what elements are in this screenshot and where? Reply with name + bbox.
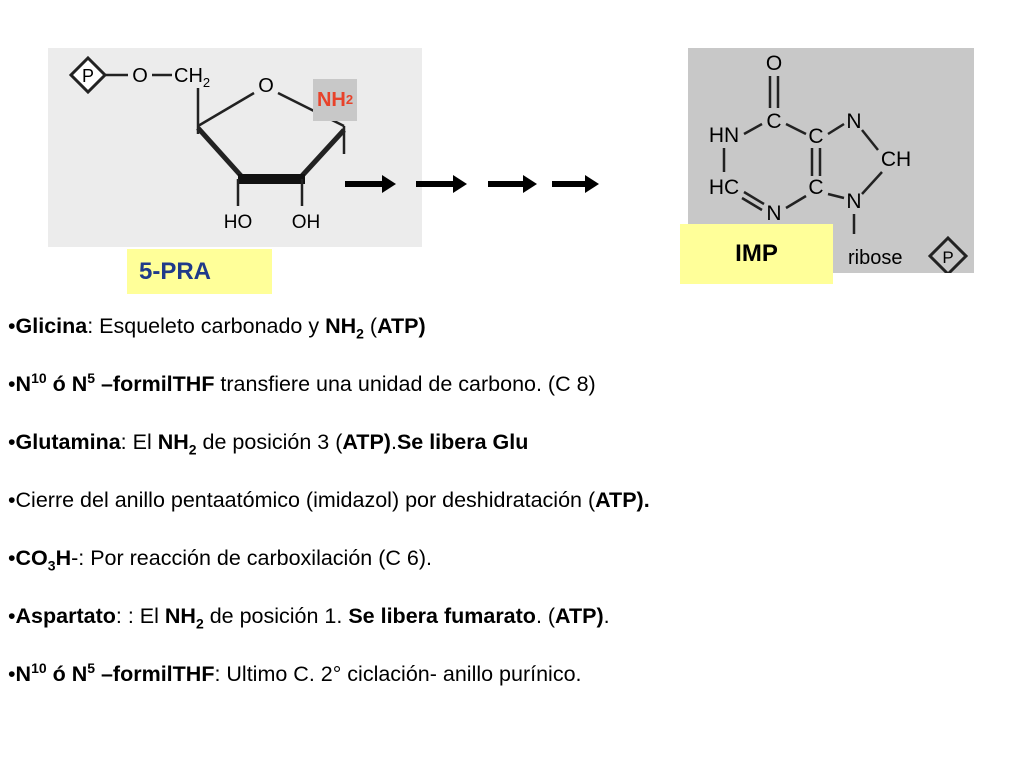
imp-bond (785, 194, 807, 210)
step-text-fragment: . (390, 430, 397, 454)
step-text-fragment: ATP). (595, 488, 650, 512)
step-text-fragment: N (15, 662, 32, 686)
pathway-steps-list: •Glicina: Esqueleto carbonado y NH2 (ATP… (8, 312, 1008, 718)
step-text-fragment: : : El (115, 604, 165, 628)
imp-c4-label: C (808, 176, 823, 199)
step-text-fragment: ATP) (555, 604, 604, 628)
step-text-fragment: • (8, 314, 16, 338)
imp-carbonyl-oxygen-label: O (766, 52, 782, 75)
pra-oh-label: OH (292, 212, 321, 233)
step-text-fragment: 5 (87, 369, 95, 386)
pathway-step-item: •N10 ó N5 –formilTHF: Ultimo C. 2° cicla… (8, 660, 1008, 688)
imp-c5-label: C (808, 125, 823, 148)
reaction-arrows (345, 175, 599, 193)
step-text-fragment: NH (157, 430, 189, 454)
step-text-fragment: : Esqueleto carbonado y (87, 314, 326, 338)
step-text-fragment: ATP) (342, 430, 391, 454)
step-text-fragment: Aspartato (15, 604, 116, 628)
step-text-fragment: H (55, 546, 72, 570)
step-text-fragment: • (8, 546, 16, 570)
step-text-fragment: • (8, 662, 16, 686)
step-text-fragment: Glicina (15, 314, 88, 338)
arrow-icon (345, 175, 396, 193)
step-text-fragment: ó N (46, 662, 88, 686)
step-text-fragment: –formilTHF (95, 372, 215, 396)
step-text-fragment: 3 (47, 557, 56, 574)
pra-ho-label: HO (224, 212, 253, 233)
imp-hn-label: HN (709, 124, 739, 147)
pra-compound-label: 5-PRA (127, 249, 272, 294)
imp-bond (827, 192, 845, 200)
step-text-fragment: -: Por reacción de carboxilación (C 6). (71, 546, 432, 570)
arrow-icon (416, 175, 467, 193)
imp-c6-label: C (766, 110, 781, 133)
arrow-icon (488, 175, 537, 193)
step-text-fragment: ATP) (377, 314, 426, 338)
pathway-step-item: •Glicina: Esqueleto carbonado y NH2 (ATP… (8, 312, 1008, 340)
pathway-step-item: •Cierre del anillo pentaatómico (imidazo… (8, 486, 1008, 514)
imp-hc-label: HC (709, 176, 739, 199)
step-text-fragment: . (603, 604, 610, 628)
step-text-fragment: : El (120, 430, 158, 454)
step-text-fragment: •Cierre del anillo pentaatómico (imidazo… (8, 488, 596, 512)
imp-bond (827, 122, 845, 136)
imp-ribose-label: ribose (848, 247, 902, 269)
step-text-fragment: : Ultimo C. 2° ciclación- anillo purínic… (214, 662, 582, 686)
imp-bond (743, 122, 763, 136)
step-text-fragment: • (8, 604, 16, 628)
step-text-fragment: Glutamina (15, 430, 121, 454)
step-text-fragment: • (8, 372, 16, 396)
step-text-fragment: transfiere una unidad de carbono. (C 8) (214, 372, 596, 396)
pra-structure-panel: P O CH2 O HO OH (48, 48, 422, 247)
pathway-step-item: •Aspartato: : El NH2 de posición 1. Se l… (8, 602, 1008, 630)
step-text-fragment: 10 (31, 659, 47, 676)
nh2-text: NH (316, 88, 346, 111)
step-text-fragment: 2 (356, 325, 364, 342)
imp-compound-label: IMP (680, 224, 833, 284)
imp-phosphate-label: P (942, 248, 953, 267)
step-text-fragment: Se libera Glu (396, 430, 529, 454)
pra-structure-drawing: P O CH2 O HO OH (68, 55, 346, 233)
pra-ester-oxygen-label: O (132, 65, 148, 87)
imp-bond (741, 196, 763, 212)
step-text-fragment: N (15, 372, 32, 396)
pathway-step-item: •Glutamina: El NH2 de posición 3 (ATP).S… (8, 428, 1008, 456)
pra-bond (197, 91, 255, 128)
step-text-fragment: ( (363, 314, 378, 338)
imp-n7-label: N (846, 110, 861, 133)
pra-ring-oxygen-label: O (258, 75, 274, 97)
imp-bond (743, 190, 765, 206)
step-text-fragment: de posición 1. (203, 604, 349, 628)
step-text-fragment: 2 (195, 615, 204, 632)
imp-n9-label: N (846, 190, 861, 213)
pra-wedge-bond (298, 128, 346, 180)
pra-phosphate-label: P (82, 66, 94, 86)
step-text-fragment: de posición 3 ( (196, 430, 343, 454)
imp-n3-label: N (766, 202, 781, 225)
step-text-fragment: 10 (31, 369, 47, 386)
step-text-fragment: • (8, 430, 16, 454)
pra-ch2-label: CH2 (174, 65, 210, 90)
pathway-step-item: •CO3H-: Por reacción de carboxilación (C… (8, 544, 1008, 572)
pra-wedge-bond (196, 126, 245, 180)
step-text-fragment: –formilTHF (95, 662, 215, 686)
step-text-fragment: 5 (87, 659, 95, 676)
step-text-fragment: 2 (188, 441, 197, 458)
step-text-fragment: Se libera fumarato (348, 604, 536, 628)
phosphate-diamond-shape (68, 55, 108, 95)
step-text-fragment: NH (164, 604, 196, 628)
step-text-fragment: . ( (535, 604, 556, 628)
imp-bond (861, 129, 879, 151)
pathway-step-item: •N10 ó N5 –formilTHF transfiere una unid… (8, 370, 1008, 398)
imp-bond (861, 171, 883, 195)
imp-bond (785, 122, 807, 136)
imp-structure-drawing: O C HN C N CH HC C N N ribose P (709, 52, 969, 277)
imp-c8-label: CH (881, 148, 911, 171)
step-text-fragment: NH (325, 314, 357, 338)
step-text-fragment: ó N (46, 372, 88, 396)
arrow-icon (552, 175, 599, 193)
step-text-fragment: CO (15, 546, 48, 570)
